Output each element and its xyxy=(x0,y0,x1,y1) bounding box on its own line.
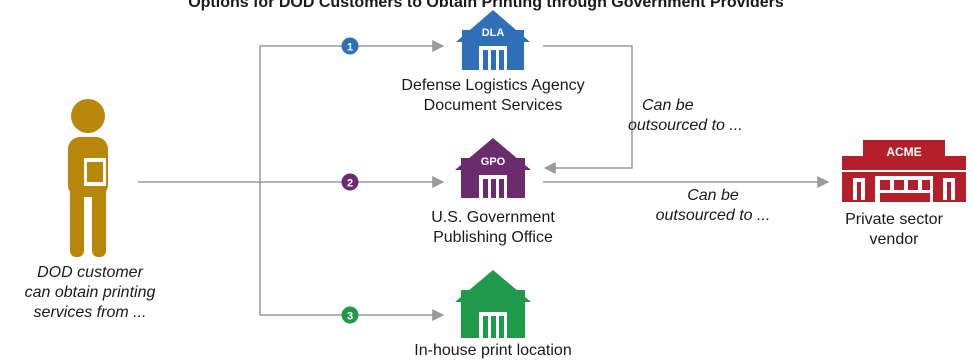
gpo-badge: GPO xyxy=(481,156,506,168)
customer-caption-line: can obtain printing xyxy=(24,284,156,301)
customer-caption-line: DOD customer xyxy=(37,264,143,281)
customer-person-icon xyxy=(68,99,108,257)
gpo-outsource-note: Can be outsourced to ... xyxy=(628,186,798,226)
connectors xyxy=(138,40,830,321)
in-house-label: In-house print location xyxy=(373,341,613,360)
step-badge-1: 1 xyxy=(341,37,359,55)
vendor-badge: ACME xyxy=(886,145,921,159)
dla-label: Defense Logistics Agency Document Servic… xyxy=(363,76,623,116)
dla-label-line: Defense Logistics Agency xyxy=(401,77,585,94)
vendor-label: Private sector vendor xyxy=(824,210,964,250)
vendor-label-line: Private sector xyxy=(845,211,943,228)
gpo-label-line: Publishing Office xyxy=(433,229,553,246)
dla-outsource-line xyxy=(543,45,633,174)
diagram-title: Options for DOD Customers to Obtain Prin… xyxy=(188,0,784,11)
gpo-building-icon: GPO xyxy=(455,138,531,198)
dla-outsource-note: Can be outsourced to ... xyxy=(628,96,768,136)
branch-line-3 xyxy=(259,182,445,321)
dla-badge: DLA xyxy=(482,27,505,39)
outsource-note-line: Can be xyxy=(687,187,739,204)
step-badge-1-label: 1 xyxy=(347,42,353,54)
step-badge-3: 3 xyxy=(341,306,359,324)
gpo-label-line: U.S. Government xyxy=(431,209,555,226)
dla-label-line: Document Services xyxy=(423,97,563,114)
step-badge-2: 2 xyxy=(341,173,359,191)
step-badge-2-label: 2 xyxy=(347,178,353,190)
outsource-note-line: Can be xyxy=(642,97,694,114)
customer-caption: DOD customer can obtain printing service… xyxy=(0,263,180,323)
vendor-store-icon: ACME xyxy=(842,140,966,202)
vendor-label-line: vendor xyxy=(869,231,919,248)
gpo-label: U.S. Government Publishing Office xyxy=(383,208,603,248)
customer-caption-line: services from ... xyxy=(33,304,147,321)
outsource-note-line: outsourced to ... xyxy=(628,117,743,134)
step-badge-3-label: 3 xyxy=(347,311,353,323)
branch-line-1 xyxy=(259,40,445,182)
dla-building-icon: DLA xyxy=(456,10,530,70)
outsource-note-line: outsourced to ... xyxy=(655,207,771,224)
in-house-building-icon xyxy=(455,270,531,338)
in-house-label-line: In-house print location xyxy=(414,342,572,359)
